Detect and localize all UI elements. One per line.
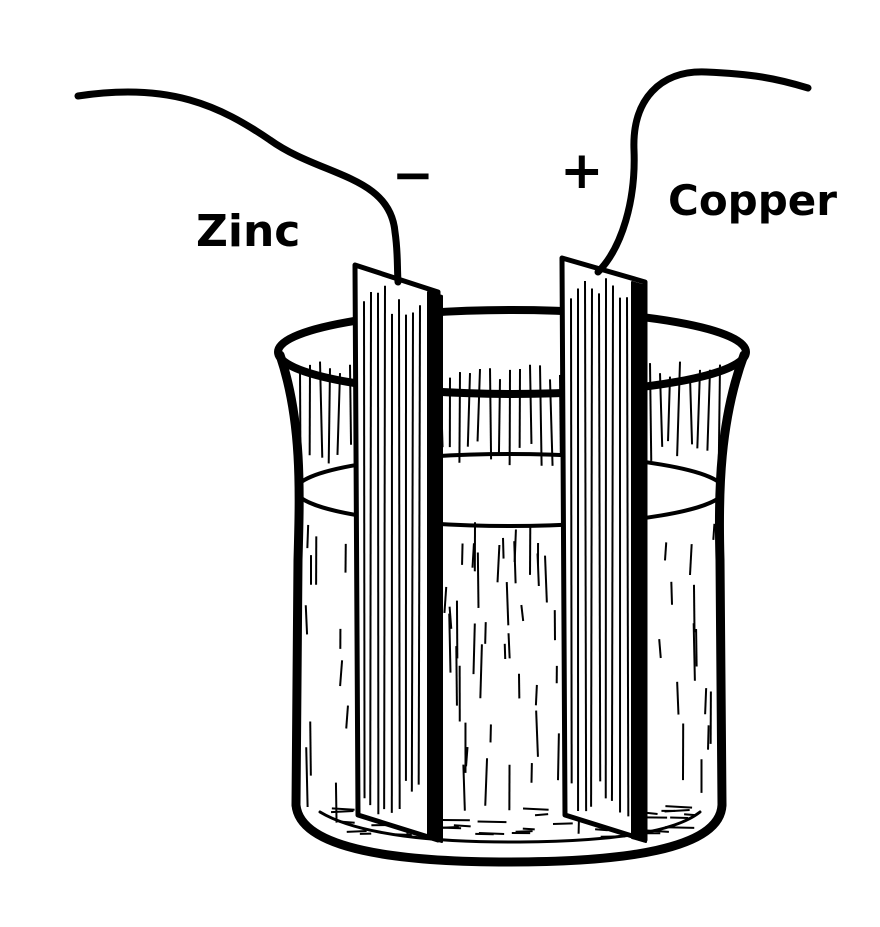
zinc-label: Zinc <box>196 206 301 257</box>
positive-sign: + <box>560 141 604 201</box>
beaker-left-wall <box>275 350 304 810</box>
copper-plate <box>559 255 648 843</box>
zinc-wire <box>74 88 402 286</box>
beaker <box>274 306 750 867</box>
negative-sign: − <box>392 146 434 204</box>
beaker-rim <box>274 306 750 398</box>
beaker-bottom <box>291 800 727 867</box>
copper-label: Copper <box>668 176 838 225</box>
copper-wire <box>594 68 812 276</box>
beaker-right-wall <box>714 350 749 810</box>
zinc-plate <box>352 262 443 843</box>
